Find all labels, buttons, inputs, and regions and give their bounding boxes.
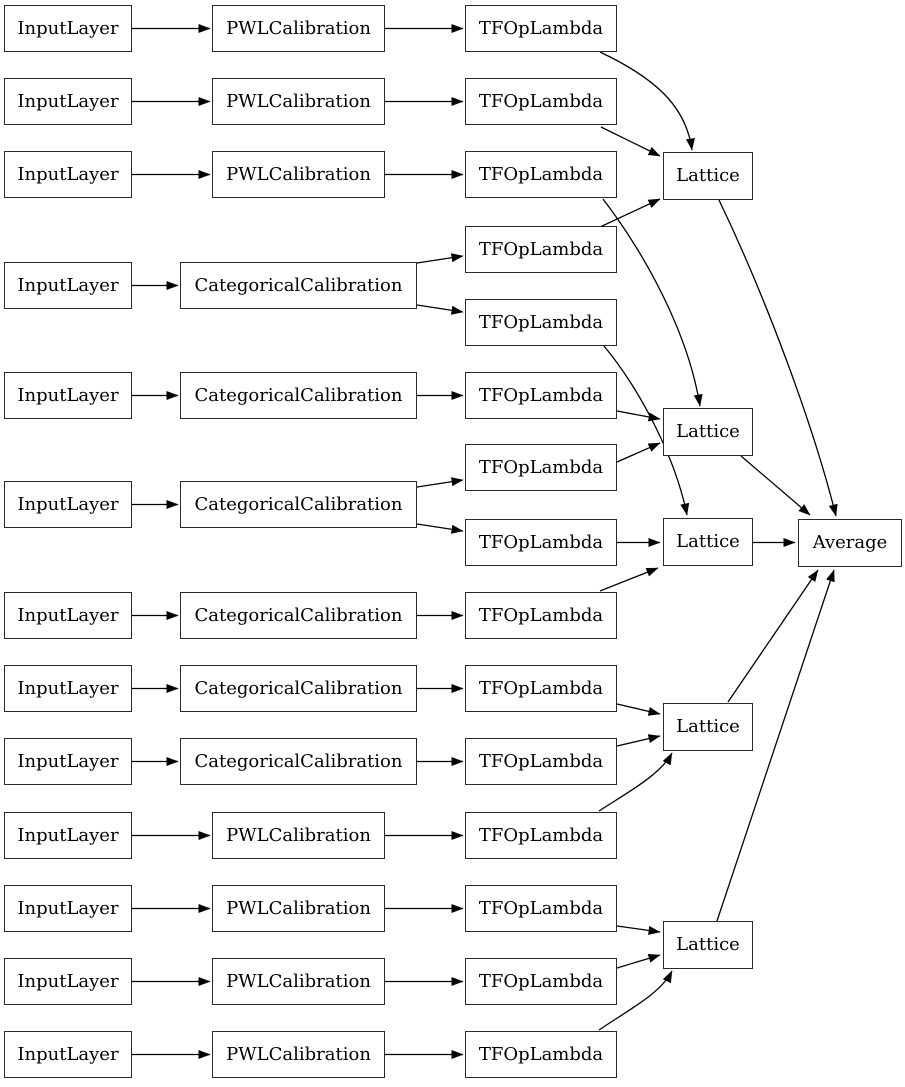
node-input-8: InputLayer: [4, 665, 132, 712]
edge-tf-1-to-lattice-1: [599, 51, 695, 151]
edge-tf-3-to-lattice-2: [602, 198, 703, 407]
node-cal-11: PWLCalibration: [212, 885, 385, 932]
node-cal-3: PWLCalibration: [212, 151, 385, 198]
node-cal-4: CategoricalCalibration: [180, 262, 417, 309]
node-tf-8: TFOpLambda: [465, 665, 617, 712]
node-cal-6: CategoricalCalibration: [180, 481, 417, 528]
node-input-1: InputLayer: [4, 5, 132, 52]
node-tf-6b: TFOpLambda: [465, 519, 617, 566]
node-cal-9: CategoricalCalibration: [180, 738, 417, 785]
edge-tf-4b-to-lattice-3: [603, 345, 690, 516]
node-tf-4b: TFOpLambda: [465, 299, 617, 346]
node-lattice-4: Lattice: [663, 703, 753, 751]
node-input-7: InputLayer: [4, 592, 132, 639]
node-cal-12: PWLCalibration: [212, 958, 385, 1005]
node-lattice-1: Lattice: [663, 152, 753, 200]
edge-lattice-5-to-average: [716, 569, 835, 922]
edge-cal-4-to-tf-4a: [416, 253, 464, 264]
edge-tf-6a-to-lattice-2: [616, 442, 661, 463]
node-lattice-5: Lattice: [663, 921, 753, 969]
node-input-6: InputLayer: [4, 481, 132, 528]
edge-lattice-4-to-average: [727, 569, 819, 703]
node-average: Average: [798, 519, 902, 567]
node-tf-11: TFOpLambda: [465, 885, 617, 932]
node-tf-10: TFOpLambda: [465, 812, 617, 859]
node-cal-1: PWLCalibration: [212, 5, 385, 52]
edge-tf-4a-to-lattice-1: [599, 198, 661, 228]
node-input-10: InputLayer: [4, 812, 132, 859]
node-tf-1: TFOpLambda: [465, 5, 617, 52]
node-input-9: InputLayer: [4, 738, 132, 785]
node-cal-10: PWLCalibration: [212, 812, 385, 859]
node-tf-13: TFOpLambda: [465, 1031, 617, 1078]
edge-lattice-2-to-average: [740, 455, 811, 516]
node-cal-2: PWLCalibration: [212, 78, 385, 125]
edge-tf-10-to-lattice-4: [598, 752, 673, 812]
node-input-3: InputLayer: [4, 151, 132, 198]
node-lattice-2: Lattice: [663, 408, 753, 456]
node-cal-7: CategoricalCalibration: [180, 592, 417, 639]
edge-tf-5-to-lattice-2: [616, 410, 661, 422]
edge-tf-8-to-lattice-4: [616, 703, 661, 716]
edge-tf-11-to-lattice-5: [616, 925, 661, 935]
node-cal-5: CategoricalCalibration: [180, 372, 417, 419]
node-tf-7: TFOpLambda: [465, 592, 617, 639]
edge-tf-2-to-lattice-1: [600, 126, 661, 157]
node-tf-2: TFOpLambda: [465, 78, 617, 125]
node-lattice-3: Lattice: [663, 518, 753, 566]
node-input-4: InputLayer: [4, 262, 132, 309]
edge-cal-4-to-tf-4b: [416, 304, 464, 315]
edge-tf-7-to-lattice-3: [599, 567, 659, 592]
edge-tf-13-to-lattice-5: [598, 970, 673, 1031]
edge-tf-9-to-lattice-4: [616, 734, 661, 747]
node-cal-13: PWLCalibration: [212, 1031, 385, 1078]
node-input-13: InputLayer: [4, 1031, 132, 1078]
node-input-2: InputLayer: [4, 78, 132, 125]
node-tf-12: TFOpLambda: [465, 958, 617, 1005]
edge-tf-12-to-lattice-5: [616, 954, 661, 969]
node-tf-5: TFOpLambda: [465, 372, 617, 419]
node-tf-3: TFOpLambda: [465, 151, 617, 198]
node-cal-8: CategoricalCalibration: [180, 665, 417, 712]
node-tf-9: TFOpLambda: [465, 738, 617, 785]
node-input-12: InputLayer: [4, 958, 132, 1005]
edge-cal-6-to-tf-6b: [416, 523, 464, 534]
node-tf-4a: TFOpLambda: [465, 226, 617, 273]
edge-group: [132, 24, 838, 1059]
node-tf-6a: TFOpLambda: [465, 444, 617, 491]
edge-lattice-1-to-average: [718, 199, 838, 517]
node-input-5: InputLayer: [4, 372, 132, 419]
edge-cal-6-to-tf-6a: [416, 477, 464, 488]
node-input-11: InputLayer: [4, 885, 132, 932]
